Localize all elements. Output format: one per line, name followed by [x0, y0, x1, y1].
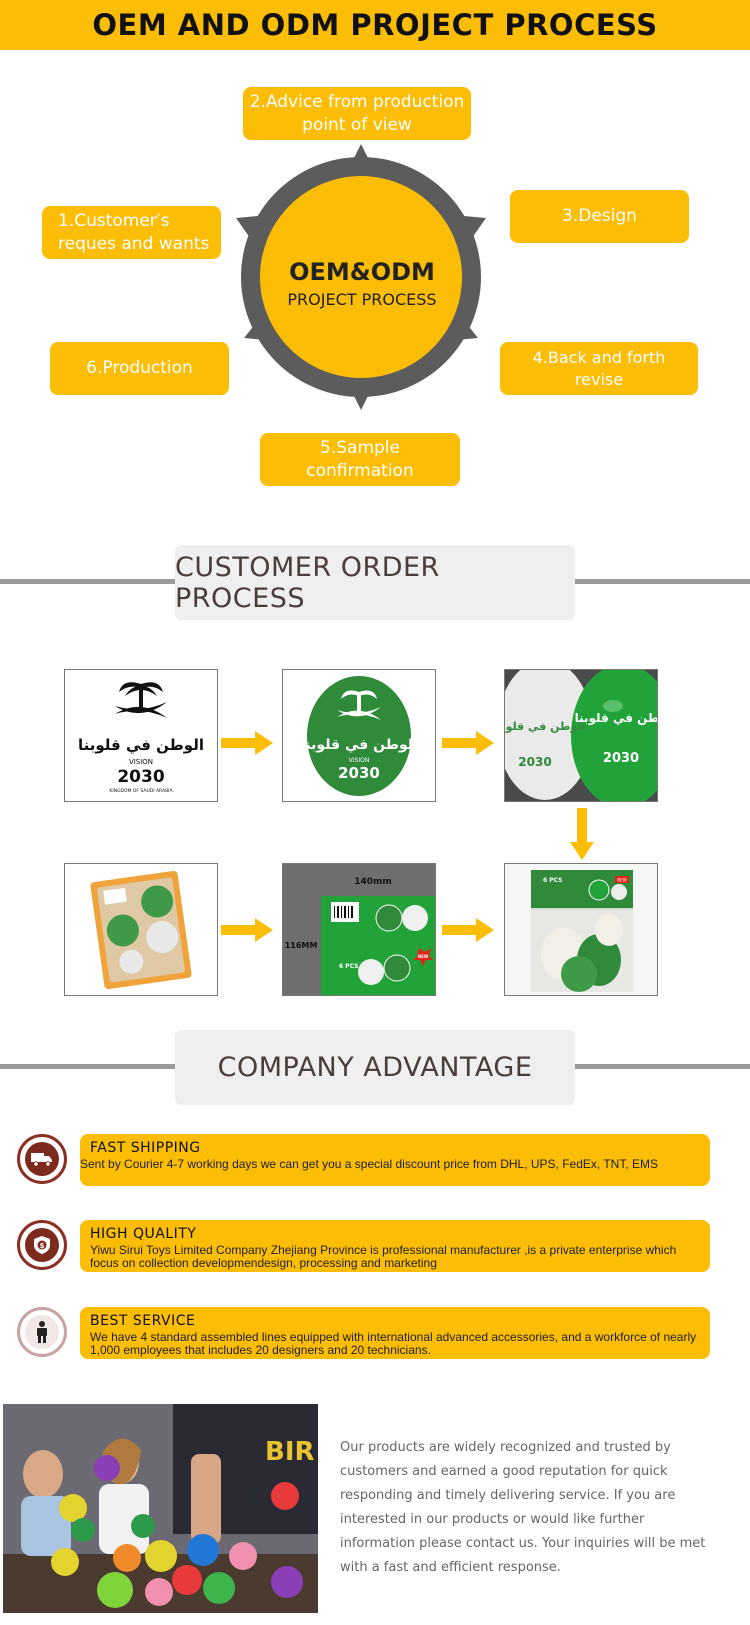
banner-letters: BIR [265, 1437, 315, 1467]
svg-text:$: $ [40, 1242, 45, 1250]
step-revise: 4.Back and forth revise [500, 342, 698, 395]
vision-word: VISION [129, 758, 153, 766]
logo-arabic-text: الوطن في قلوبنا [78, 736, 204, 754]
advantage-text: Sent by Courier 4-7 working days we can … [80, 1157, 659, 1171]
svg-text:NEW: NEW [418, 954, 429, 959]
shield-dollar-icon: $ [34, 1236, 50, 1254]
step-advice: 2.Advice from production point of view [243, 87, 471, 140]
final-package-photo: 6 PCS NEW [504, 863, 658, 996]
person-icon-badge [17, 1307, 67, 1357]
advantage-text: We have 4 standard assembled lines equip… [90, 1330, 697, 1357]
page-title: OEM AND ODM PROJECT PROCESS [92, 8, 658, 42]
step-customer-request: 1.Customer′s reques and wants [42, 206, 221, 259]
svg-text:6 PCS: 6 PCS [543, 877, 563, 884]
svg-text:الوطن في قلوبنا: الوطن في قلوبنا [575, 711, 657, 726]
package-sample-photo [64, 863, 218, 996]
advantage-fast-shipping: FAST SHIPPING Sent by Courier 4-7 workin… [80, 1134, 710, 1186]
svg-text:VISION: VISION [349, 757, 370, 764]
step-production: 6.Production [50, 342, 229, 395]
vision-year: 2030 [117, 767, 164, 787]
party-balloons-photo: BIR [3, 1404, 318, 1613]
shield-icon-badge: $ [17, 1220, 67, 1270]
truck-icon [31, 1153, 52, 1167]
design-logo-image: الوطن في قلوبنا VISION 2030 KINGDOM OF S… [64, 669, 218, 802]
arrow-right-icon [221, 731, 273, 755]
wheel-center-subtitle: PROJECT PROCESS [287, 290, 437, 309]
advantage-high-quality: HIGH QUALITY Yiwu Sirui Toys Limited Com… [80, 1220, 710, 1272]
package-dieline-image: NEW 140mm 116MM 6 PCS [282, 863, 436, 996]
green-logo-image: الوطن في قلوبنا VISION 2030 [282, 669, 436, 802]
advantage-title: HIGH QUALITY [90, 1226, 197, 1242]
arrow-right-icon [442, 918, 494, 942]
printed-balloons-photo: الوطن في قلوبنا الوطن في قلوبنا 2030 203… [504, 669, 658, 802]
advantage-title: FAST SHIPPING [90, 1140, 201, 1156]
truck-icon-badge [17, 1134, 67, 1184]
advantage-text: Yiwu Sirui Toys Limited Company Zhejiang… [90, 1243, 677, 1270]
kingdom-text: KINGDOM OF SAUDI ARABIA [109, 788, 173, 794]
svg-text:6 PCS: 6 PCS [339, 963, 359, 970]
person-icon [37, 1321, 47, 1343]
arrow-down-icon [570, 808, 594, 860]
advantage-title: BEST SERVICE [90, 1313, 196, 1329]
section-header-advantage: COMPANY ADVANTAGE [175, 1030, 575, 1105]
wheel-center-title: OEM&ODM [289, 258, 435, 286]
step-design: 3.Design [510, 190, 689, 243]
process-wheel [236, 144, 486, 410]
dimension-height-label: 116MM [285, 941, 318, 950]
about-text: Our products are widely recognized and t… [340, 1440, 706, 1575]
arrow-right-icon [221, 918, 273, 942]
svg-text:الوطن في قلوبنا: الوطن في قلوبنا [505, 720, 585, 733]
svg-text:2030: 2030 [518, 755, 551, 769]
top-banner: OEM AND ODM PROJECT PROCESS [0, 0, 750, 50]
section-header-order: CUSTOMER ORDER PROCESS [175, 545, 575, 620]
svg-text:2030: 2030 [603, 751, 639, 766]
svg-text:NEW: NEW [617, 878, 627, 883]
advantage-best-service: BEST SERVICE We have 4 standard assemble… [80, 1307, 710, 1359]
step-sample-confirmation: 5.Sample confirmation [260, 433, 460, 486]
arrow-right-icon [442, 731, 494, 755]
dimension-width-label: 140mm [354, 877, 392, 887]
svg-text:الوطن في قلوبنا: الوطن في قلوبنا [300, 737, 418, 753]
wheel-center: OEM&ODM PROJECT PROCESS [268, 180, 456, 309]
svg-text:2030: 2030 [338, 764, 380, 782]
